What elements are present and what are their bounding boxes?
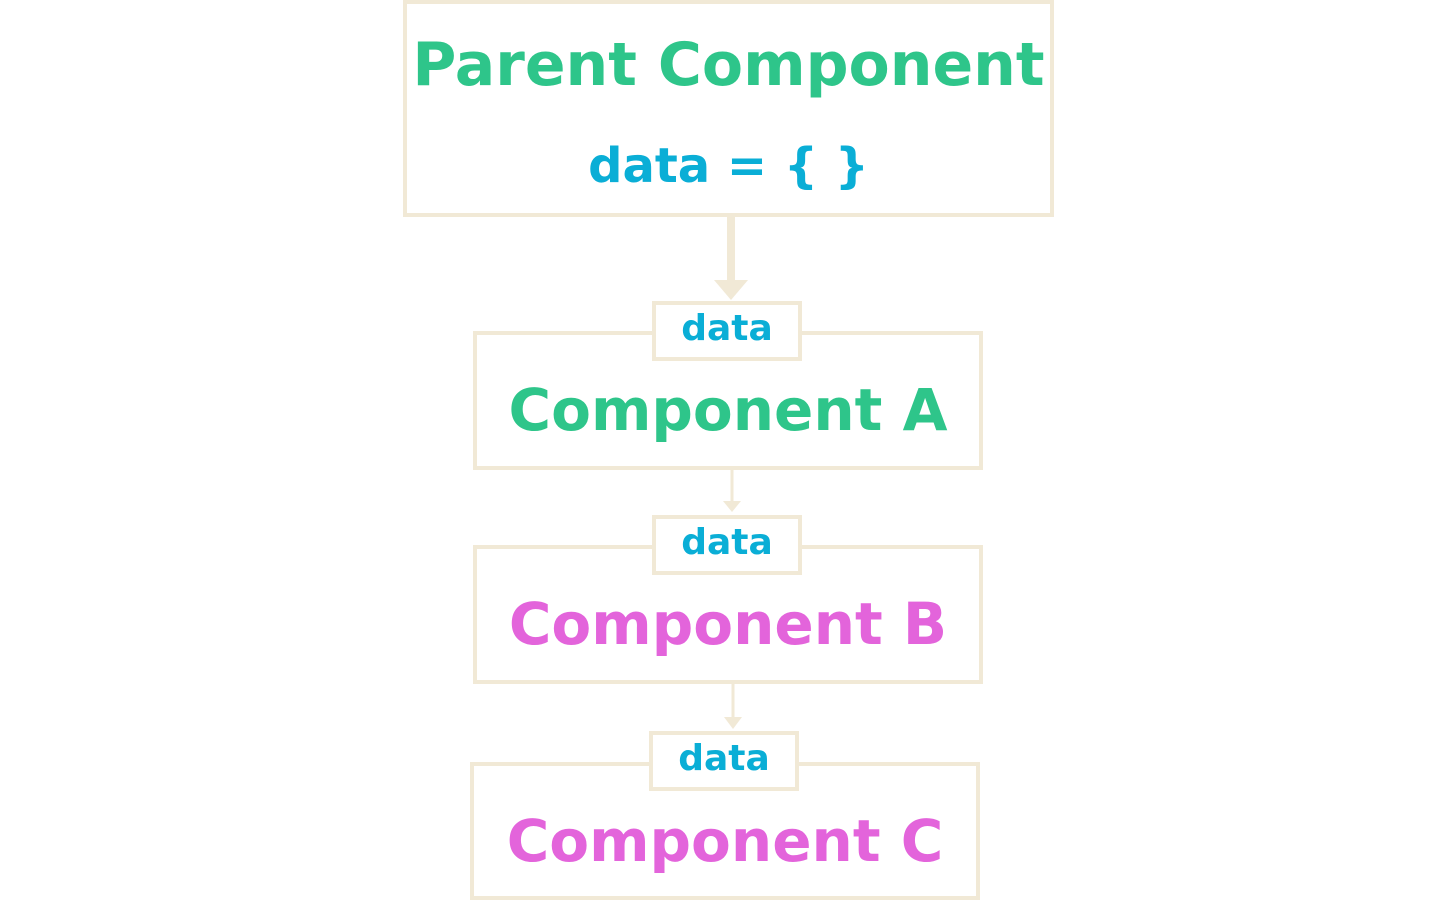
component-b-title: Component B xyxy=(508,590,948,658)
component-c-title: Component C xyxy=(506,807,944,875)
component-c-data-badge: data xyxy=(649,731,799,791)
parent-component-box: Parent Component data = { } xyxy=(403,0,1054,217)
b-to-c-arrowhead xyxy=(724,717,742,729)
component-a-title: Component A xyxy=(508,376,948,444)
parent-state-label: data = { } xyxy=(588,138,869,194)
component-b-data-badge: data xyxy=(652,515,802,575)
component-b-data-label: data xyxy=(681,522,773,563)
a-to-b-arrowhead xyxy=(723,501,741,512)
component-a-data-label: data xyxy=(681,308,773,349)
parent-component-title: Parent Component xyxy=(412,30,1045,100)
component-a-box: Component A xyxy=(473,331,983,470)
parent-to-a-arrowhead xyxy=(714,280,748,300)
component-a-data-badge: data xyxy=(652,301,802,361)
component-c-data-label: data xyxy=(678,738,770,779)
